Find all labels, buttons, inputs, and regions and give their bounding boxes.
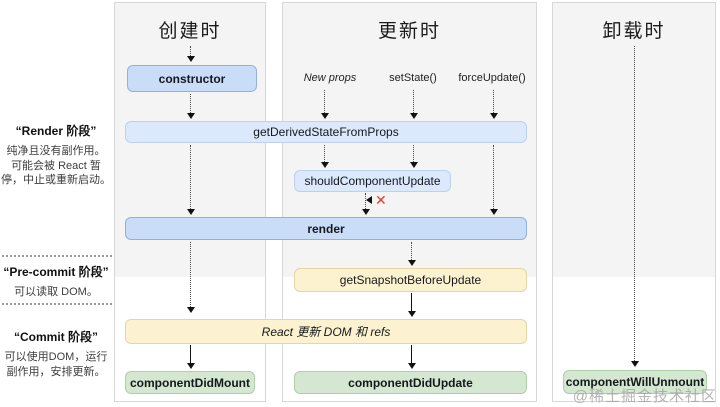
- phase-precommit: “Pre-commit 阶段” 可以读取 DOM。: [0, 263, 112, 300]
- trigger-set-state: setState(): [389, 72, 437, 84]
- flow-line: [634, 46, 635, 361]
- arrowhead-icon: [186, 307, 195, 313]
- phase-commit: “Commit 阶段” 可以使用DOM，运行 副作用，安排更新。: [0, 328, 112, 379]
- trigger-new-props: New props: [303, 72, 357, 84]
- arrowhead-icon: [186, 363, 195, 369]
- arrowhead-icon: [407, 363, 416, 369]
- branch-arrow-icon: [366, 196, 372, 204]
- phase-precommit-desc: 可以读取 DOM。: [14, 286, 98, 298]
- arrowhead-icon: [361, 209, 370, 215]
- arrowhead-icon: [320, 162, 329, 168]
- box-get-derived-state-from-props: getDerivedStateFromProps: [125, 121, 527, 143]
- arrowhead-icon: [407, 260, 416, 266]
- phase-separator: [2, 255, 112, 257]
- flow-line: [190, 145, 191, 209]
- arrowhead-icon: [186, 209, 195, 215]
- flow-line: [493, 145, 494, 209]
- arrowhead-icon: [186, 56, 195, 62]
- arrowhead-icon: [320, 113, 329, 119]
- flow-line: [190, 345, 191, 363]
- box-get-snapshot-before-update: getSnapshotBeforeUpdate: [294, 268, 527, 292]
- box-component-did-update: componentDidUpdate: [294, 371, 527, 394]
- arrowhead-icon: [407, 311, 416, 317]
- flow-line: [324, 90, 325, 113]
- flow-line: [493, 90, 494, 113]
- flow-line: [411, 345, 412, 363]
- arrowhead-icon: [409, 162, 418, 168]
- flow-line: [411, 242, 412, 260]
- box-render: render: [125, 217, 527, 240]
- box-constructor: constructor: [127, 65, 257, 92]
- arrowhead-icon: [489, 209, 498, 215]
- box-component-did-mount: componentDidMount: [125, 371, 255, 394]
- flow-line: [190, 94, 191, 113]
- arrowhead-icon: [630, 361, 639, 367]
- phase-render-desc: 纯净且没有副作用。 可能会被 React 暂 停，中止或重新启动。: [1, 145, 111, 187]
- phase-precommit-title: “Pre-commit 阶段”: [3, 265, 109, 279]
- phase-render-title: “Render 阶段”: [15, 124, 97, 138]
- flow-line: [413, 145, 414, 162]
- box-react-updates-dom: React 更新 DOM 和 refs: [125, 319, 527, 344]
- panel-mounting-title: 创建时: [158, 21, 222, 42]
- flow-line: [365, 193, 366, 209]
- phase-separator: [2, 303, 112, 305]
- flow-line: [324, 145, 325, 162]
- watermark: @稀土掘金技术社区: [572, 388, 717, 405]
- phase-commit-title: “Commit 阶段”: [13, 330, 98, 344]
- panel-updating-title: 更新时: [377, 21, 441, 42]
- flow-line: [411, 293, 412, 311]
- box-should-component-update: shouldComponentUpdate: [294, 170, 451, 192]
- box-component-will-unmount: componentWillUnmount: [563, 370, 707, 394]
- trigger-force-update: forceUpdate(): [458, 72, 526, 84]
- panel-unmounting-title: 卸载时: [602, 21, 666, 42]
- stop-x-icon: ✕: [375, 192, 387, 208]
- phase-commit-desc: 可以使用DOM，运行 副作用，安排更新。: [4, 351, 108, 378]
- flow-line: [413, 90, 414, 113]
- flow-line: [190, 46, 191, 56]
- phase-render: “Render 阶段” 纯净且没有副作用。 可能会被 React 暂 停，中止或…: [0, 122, 112, 188]
- arrowhead-icon: [489, 113, 498, 119]
- arrowhead-icon: [186, 113, 195, 119]
- flow-line: [190, 242, 191, 307]
- arrowhead-icon: [409, 113, 418, 119]
